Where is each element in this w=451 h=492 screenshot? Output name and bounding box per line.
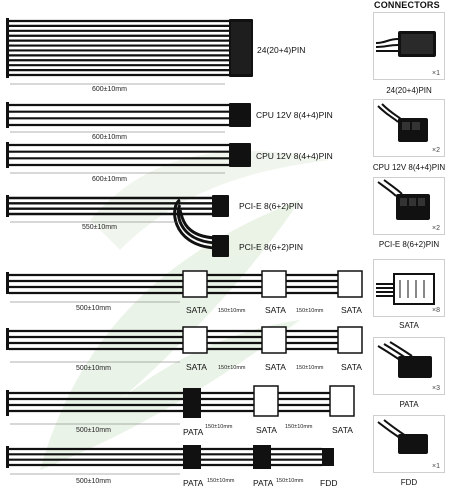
thumb-pata-qty: ×3 [432,385,440,392]
atx-24pin-icon [375,31,436,57]
thumb-cpu-name: CPU 12V 8(4+4)PIN [372,163,446,172]
cable-cpu-2 [6,142,251,174]
thumb-atx-qty: ×1 [432,70,440,77]
sata-icon [376,273,435,305]
sata2-c1: SATA [186,362,207,372]
thumb-sata-qty: ×8 [432,307,440,314]
sata2-length: 500±10mm [76,365,111,372]
sata1-conn-2 [261,270,287,298]
fdd-icon [377,419,428,454]
mixed-c1: PATA [183,427,204,437]
thumb-fdd-name: FDD [400,478,418,487]
sata1-conn-1 [182,270,208,298]
mixed-seg2: 150±10mm [285,424,313,430]
thumb-pata-name: PATA [399,400,419,409]
mixed-length: 500±10mm [76,427,111,434]
cpu1-connector [229,103,251,127]
pata-c2: PATA [253,478,274,488]
cpu-8pin-icon [377,103,428,142]
cpu2-length: 600±10mm [92,176,127,183]
sata1-c2: SATA [265,305,286,315]
pcie1-label: PCI-E 8(6+2)PIN [239,201,304,211]
cable-atx-24pin [6,18,253,85]
cpu1-length: 600±10mm [92,134,127,141]
cable-pcie [6,195,229,257]
connectors-header: CONNECTORS [374,0,440,10]
sata2-seg2: 150±10mm [296,365,324,371]
thumb-sata-name: SATA [399,321,419,330]
thumb-pcie-qty: ×2 [432,225,440,232]
mixed-c3: SATA [332,425,353,435]
mixed-conn-2 [253,385,279,417]
sata1-c3: SATA [341,305,362,315]
thumb-fdd: ×1 [373,415,445,473]
mixed-conn-1 [183,388,201,418]
thumb-sata: ×8 [373,259,445,317]
pcie2-connector [212,235,229,257]
cable-pata-sata [6,385,355,425]
pata-seg1: 150±10mm [207,478,235,484]
sata1-conn-3 [337,270,363,298]
pcie-8pin-icon [377,179,430,220]
sata2-conn-1 [182,326,208,354]
pata-length: 500±10mm [76,478,111,485]
pcie2-label: PCI-E 8(6+2)PIN [239,242,304,252]
thumb-cpu: ×2 [373,99,445,157]
atx-label: 24(20+4)PIN [257,45,306,55]
mixed-c2: SATA [256,425,277,435]
sata2-seg1: 150±10mm [218,365,246,371]
sata1-seg1: 150±10mm [218,308,246,314]
cpu2-label: CPU 12V 8(4+4)PIN [256,151,333,161]
thumb-atx: ×1 [373,12,445,80]
sata2-c2: SATA [265,362,286,372]
cable-sata-1 [6,270,363,303]
sata1-length: 500±10mm [76,305,111,312]
pcie-length: 550±10mm [82,224,117,231]
thumb-pcie-name: PCI-E 8(6+2)PIN [378,240,440,249]
thumb-cpu-qty: ×2 [432,147,440,154]
mixed-conn-3 [329,385,355,417]
thumb-pata: ×3 [373,337,445,395]
sata2-conn-2 [261,326,287,354]
fdd-conn [322,448,334,466]
pata-conn-2 [253,445,271,469]
pcie1-connector [212,195,229,217]
sata1-seg2: 150±10mm [296,308,324,314]
thumb-pcie: ×2 [373,177,445,235]
thumb-fdd-qty: ×1 [432,463,440,470]
sata2-conn-3 [337,326,363,354]
sata2-c3: SATA [341,362,362,372]
cable-cpu-1 [6,102,251,133]
pata-seg2: 150±10mm [276,478,304,484]
pata-c3: FDD [320,478,338,488]
pata-molex-icon [377,341,432,378]
cable-pata-fdd [6,445,334,475]
sata1-c1: SATA [186,305,207,315]
watermark-leaf-icon [40,150,330,470]
pata-conn-1 [183,445,201,469]
thumb-atx-name: 24(20+4)PIN [386,86,432,95]
mixed-seg1: 150±10mm [205,424,233,430]
pata-c1: PATA [183,478,204,488]
cpu1-label: CPU 12V 8(4+4)PIN [256,110,333,120]
atx-length: 600±10mm [92,86,127,93]
cable-sata-2 [6,326,363,363]
cpu2-connector [229,143,251,167]
